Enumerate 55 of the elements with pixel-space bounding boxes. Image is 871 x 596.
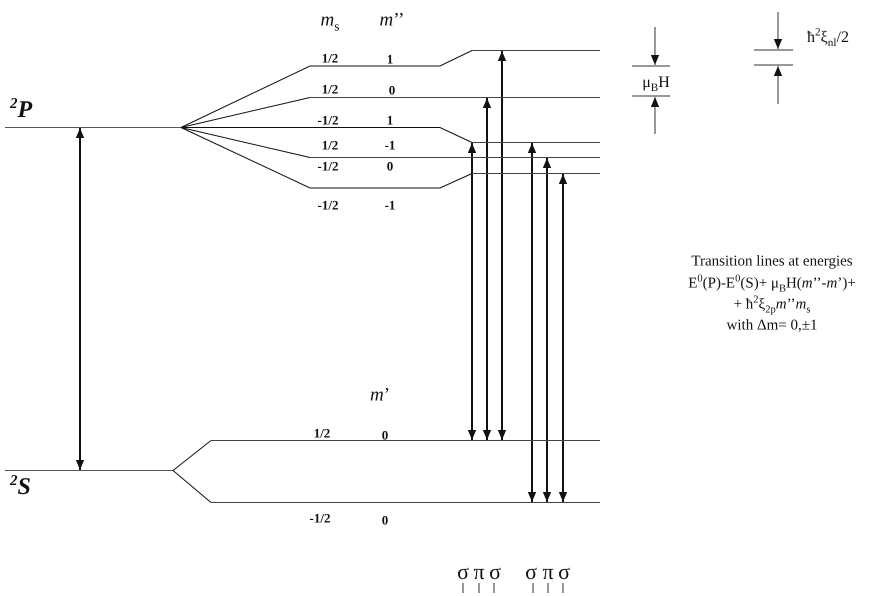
quantum-number: -1/2 [318,198,338,212]
quantum-number: -1/2 [310,512,330,524]
formula-text: with Δm= 0,±1 [726,318,818,334]
polarization-symbol: σ [558,561,570,583]
transition-arrow [482,98,492,440]
quantum-number: 0 [382,428,388,442]
splitting-line [180,97,310,128]
quantum-number: 0 [386,160,394,172]
formula-text: + ħ$^{2}$ξ$_{2p}$m’’m$_{s}$ [734,298,810,312]
energy-level-line [310,97,600,98]
splitting-line [180,127,472,188]
quantum-number: 1/2 [314,426,330,440]
transition-arrow [542,158,552,502]
splitting-line [180,127,472,143]
splitting-line [180,50,472,128]
energy-level-line [310,157,600,158]
term-symbol: $^{2}$P [10,98,32,122]
polarization-symbol: π [473,561,485,583]
splitting-line [180,127,310,158]
quantum-number: 1/2 [322,138,338,152]
quantum-number: -1/2 [318,160,338,172]
quantum-number: 1 [386,114,394,126]
energy-level [5,98,181,128]
polarization-symbol: σ [457,561,469,583]
quantum-number: 0 [382,514,388,526]
dimension-label: ħ$^{2}$ξ$_{nl}$/2 [807,30,849,46]
splitting-line [172,470,212,503]
term-symbol: $^{2}$S [10,475,31,499]
transition-arrow [468,143,476,440]
energy-level-line [472,173,600,174]
quantum-number: -1 [384,138,396,152]
transition-arrow [528,143,536,502]
polarization-symbol: σ [525,561,537,583]
transition-arrow [558,174,568,502]
quantum-number: 0 [388,84,396,96]
transition-arrow [76,128,84,470]
quantum-number: -1/2 [318,114,338,126]
column-header: m’ [370,386,390,404]
quantum-number: 1/2 [322,52,338,64]
column-header: m$_{s}$ [320,10,340,30]
dimension-label: μ$_{B}$H [642,75,670,91]
quantum-number: -1 [384,198,396,212]
formula-text: Transition lines at energies [691,254,853,270]
formula-text: E$^{0}$(P)-E$^{0}$(S)+ μ$_{B}$H(m’’-m’)+ [688,276,856,292]
energy-level-line [211,502,600,503]
energy-level-line [472,142,600,143]
polarization-symbol: σ [489,561,501,583]
splitting-line [172,440,212,471]
column-header: m’’ [380,10,404,30]
quantum-number: 1/2 [322,82,338,96]
quantum-number: 1 [386,52,394,66]
polarization-symbol: π [542,561,554,583]
transition-arrow [498,51,506,440]
energy-level-line [211,440,600,441]
energy-level-line [472,50,600,51]
